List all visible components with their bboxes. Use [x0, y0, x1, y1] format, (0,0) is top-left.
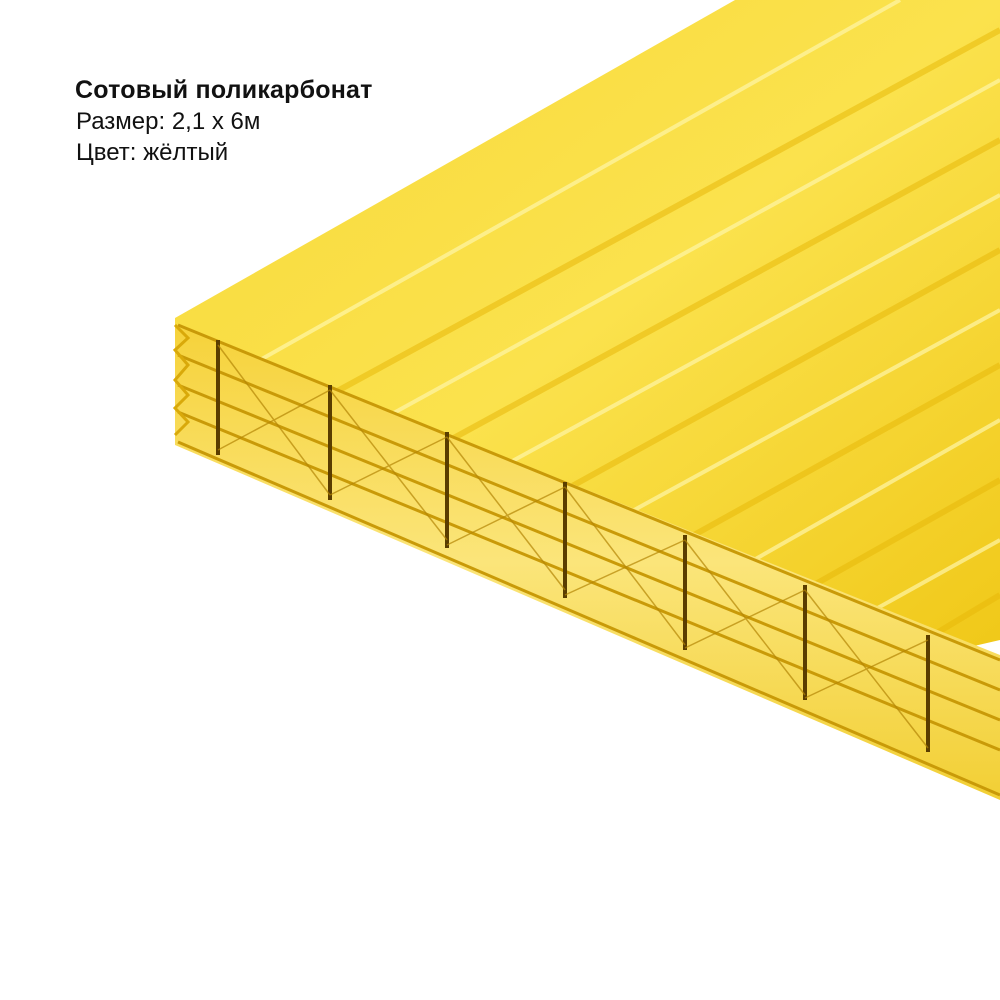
sheet-front-edge	[172, 323, 1000, 800]
product-info: Сотовый поликарбонат Размер: 2,1 х 6м Цв…	[75, 74, 373, 168]
product-size: Размер: 2,1 х 6м	[76, 108, 261, 135]
product-title: Сотовый поликарбонат	[75, 76, 373, 104]
sheet-top-surface	[175, 0, 1000, 655]
product-color: Цвет: жёлтый	[76, 139, 229, 166]
